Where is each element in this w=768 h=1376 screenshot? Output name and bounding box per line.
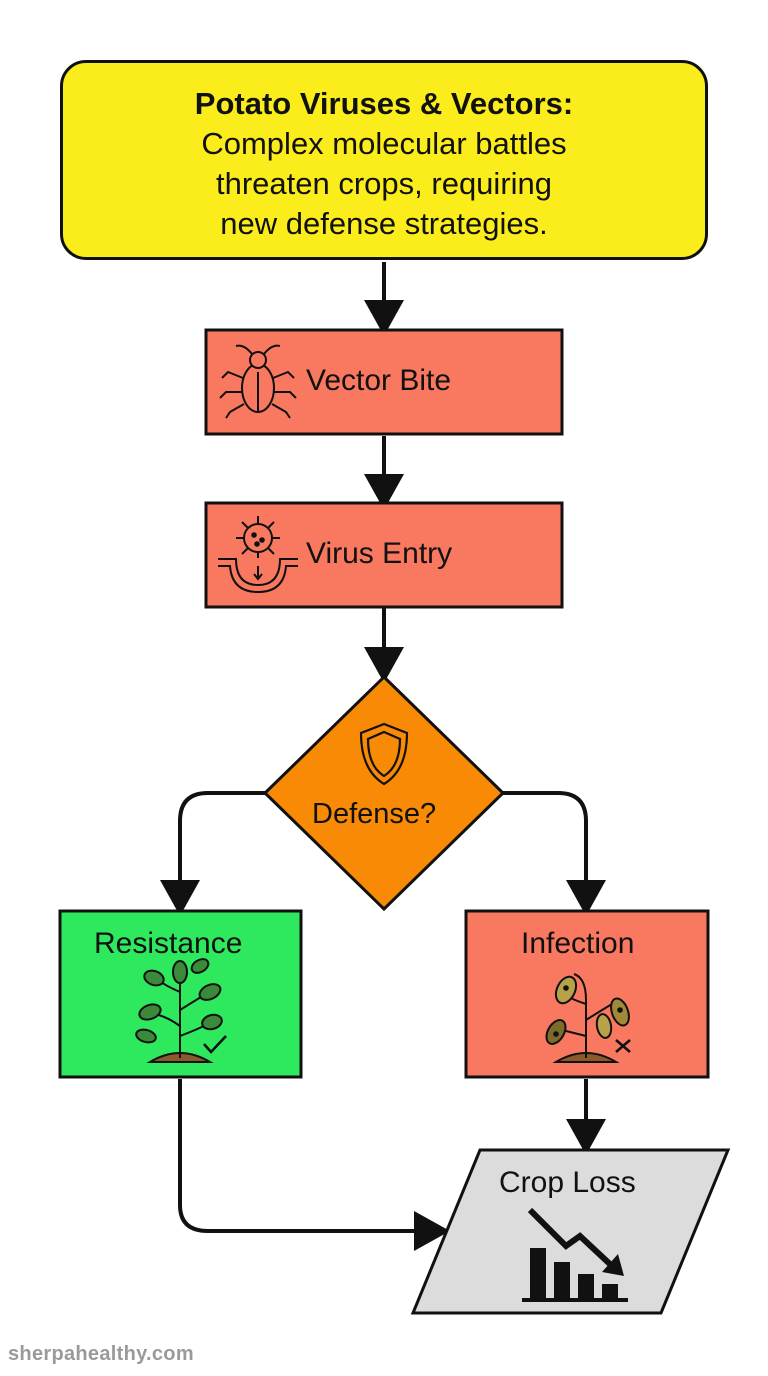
wilted-plant-icon [545,973,631,1063]
header-line-2: threaten crops, requiring [215,166,553,201]
header-line-1: Complex molecular battles [201,126,567,161]
virus-entry-label: Virus Entry [306,537,453,570]
resistance-label: Resistance [94,927,243,960]
header-line-3: new defense strategies. [220,206,548,241]
crop-loss-label: Crop Loss [499,1166,636,1199]
virus-entry-icon [218,516,298,594]
virus-entry-box [204,501,564,609]
vector-bite-box [204,328,564,436]
defense-label: Defense? [312,798,437,830]
shield-icon [359,722,409,786]
declining-bar-chart-icon [522,1207,628,1302]
watermark: sherpahealthy.com [8,1343,194,1365]
healthy-plant-icon [135,958,227,1063]
connectors [160,262,606,1251]
arrow-defense-to-resistance [160,791,265,916]
beetle-icon [219,344,297,419]
header-text: Potato Viruses & Vectors: Complex molecu… [0,84,768,244]
arrow-defense-to-infection [503,791,606,916]
vector-bite-label: Vector Bite [306,364,452,397]
defense-diamond [262,674,506,912]
arrow-resistance-to-crop-loss [178,1079,450,1251]
header-title: Potato Viruses & Vectors: [194,86,574,121]
crop-loss-box [410,1148,731,1315]
infection-label: Infection [521,927,635,960]
header-box [60,60,708,260]
